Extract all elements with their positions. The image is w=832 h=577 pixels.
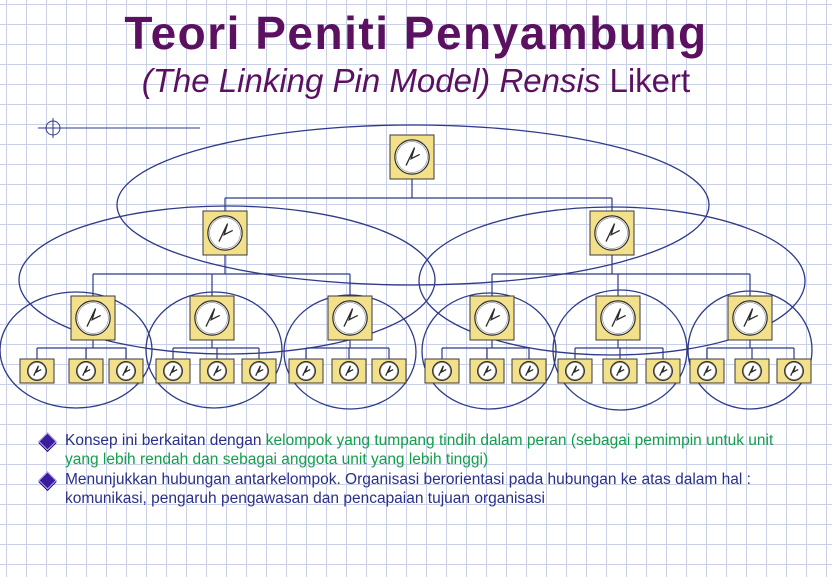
bullet-1-highlight: kelompok yang tumpang tindih dalam peran… (65, 432, 774, 468)
clock-face-icon (557, 358, 593, 384)
clock-face-icon (241, 358, 277, 384)
slide-title: Teori Peniti Penyambung (124, 7, 708, 59)
bullet-list: Konsep ini berkaitan dengan kelompok yan… (38, 432, 778, 510)
connector-branch (305, 340, 390, 359)
bullet-item-1: Konsep ini berkaitan dengan kelompok yan… (38, 432, 778, 469)
bullet-1-prefix: Konsep ini berkaitan dengan (65, 432, 266, 449)
group-ellipse (421, 292, 557, 410)
subtitle-italic: (The Linking Pin Model) Rensis (141, 62, 601, 99)
group-ellipse (0, 291, 153, 409)
group-ellipses (0, 124, 813, 411)
connector-branch (706, 340, 795, 359)
subtitle-plain: Likert (609, 62, 691, 99)
clock-face-icon (68, 358, 104, 384)
connector-branch (172, 340, 260, 359)
clock-face-icon (70, 295, 116, 341)
clock-face-icon (511, 358, 547, 384)
hierarchy-connectors (36, 179, 795, 359)
clock-face-icon (727, 295, 773, 341)
clock-face-icon (595, 295, 641, 341)
bullet-item-2: Menunjukkan hubungan antarkelompok. Orga… (38, 471, 778, 508)
position-nodes (19, 134, 812, 384)
clock-face-icon (734, 358, 770, 384)
connector-branch (36, 340, 127, 359)
clock-face-icon (327, 295, 373, 341)
group-ellipse (283, 294, 417, 410)
diamond-bullet-icon (38, 432, 57, 451)
clock-face-icon (199, 358, 235, 384)
crosshair-marker (38, 118, 200, 138)
clock-face-icon (389, 134, 435, 180)
clock-face-icon (645, 358, 681, 384)
clock-face-icon (469, 358, 505, 384)
connector-branch (224, 179, 613, 211)
clock-face-icon (189, 295, 235, 341)
group-ellipse (145, 291, 283, 409)
group-ellipse (116, 124, 710, 286)
connector-branch (92, 255, 351, 296)
group-ellipse (418, 206, 806, 356)
clock-face-icon (371, 358, 407, 384)
slide-subtitle: (The Linking Pin Model) Rensis Likert (0, 62, 832, 100)
group-ellipse (552, 289, 688, 411)
clock-face-icon (424, 358, 460, 384)
connector-branch (441, 340, 530, 359)
diamond-bullet-icon (38, 471, 57, 490)
clock-face-icon (331, 358, 367, 384)
linking-pin-diagram (0, 118, 813, 411)
bullet-2-text: Menunjukkan hubungan antarkelompok. Orga… (65, 471, 751, 507)
clock-face-icon (589, 210, 635, 256)
clock-face-icon (108, 358, 144, 384)
clock-face-icon (602, 358, 638, 384)
clock-face-icon (202, 210, 248, 256)
connector-branch (574, 340, 664, 359)
clock-face-icon (469, 295, 515, 341)
clock-face-icon (776, 358, 812, 384)
group-ellipse (18, 205, 436, 355)
clock-face-icon (19, 358, 55, 384)
clock-face-icon (689, 358, 725, 384)
clock-face-icon (288, 358, 324, 384)
clock-face-icon (155, 358, 191, 384)
group-ellipse (687, 290, 813, 410)
